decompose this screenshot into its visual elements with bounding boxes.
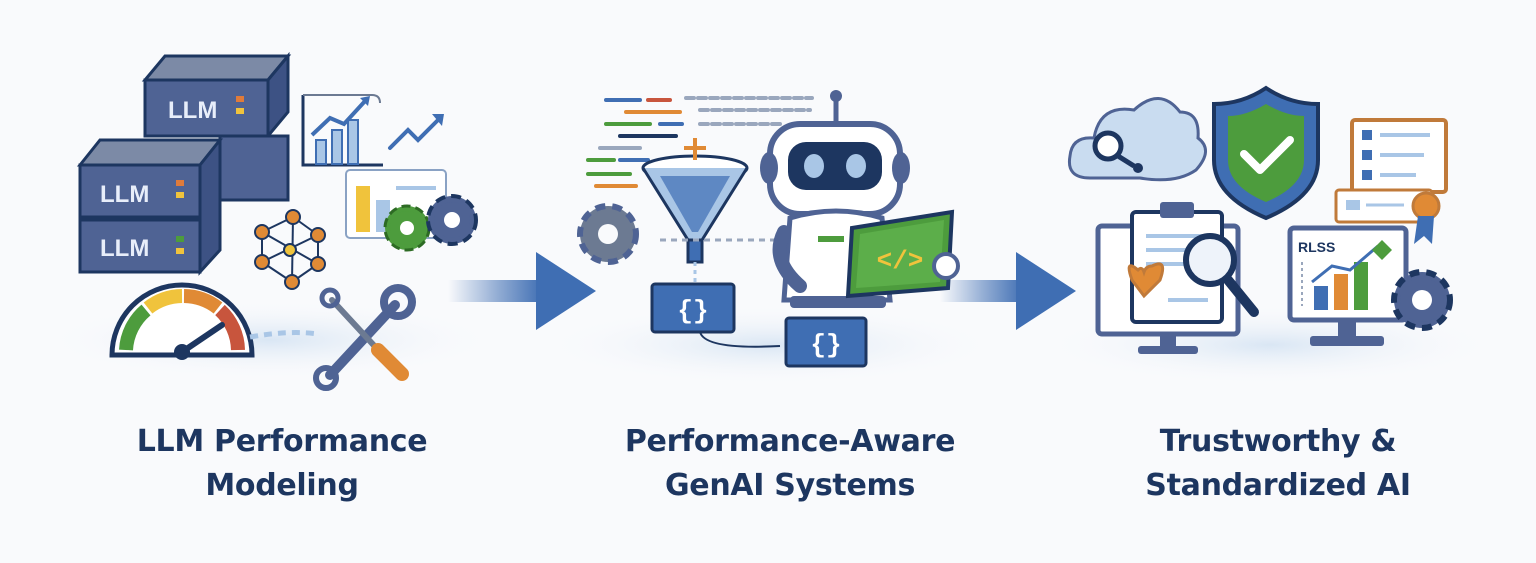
- server-label: LLM: [100, 181, 149, 208]
- stage-2-illustration: {} {} </>: [577, 90, 960, 368]
- gear-icon: [577, 203, 639, 265]
- growth-chart-icon: [301, 94, 383, 167]
- stage-2-title-line-1: Performance-Aware: [624, 424, 956, 459]
- funnel-icon: [641, 138, 780, 284]
- flow-arrow-1: [448, 252, 596, 330]
- server-label: LLM: [100, 235, 149, 262]
- wrench-screwdriver-icon: [313, 284, 416, 391]
- server-rack-icon: LLM LLM LLM: [76, 51, 292, 276]
- stage-1-title-line-2: Modeling: [205, 468, 359, 503]
- gear-icon: [383, 194, 478, 252]
- laptop-code-icon: </>: [845, 209, 960, 299]
- gear-icon: [1391, 269, 1453, 331]
- code-badge-text: </>: [877, 246, 924, 276]
- bar-chart-monitor-icon: RLSS: [1287, 225, 1409, 346]
- trend-arrow-icon: [388, 114, 444, 150]
- robot-icon: [760, 90, 910, 308]
- certificate-icon: [1334, 188, 1441, 244]
- checklist-document-icon: [1350, 118, 1448, 194]
- stage-3-title: Trustworthy & Standardized AI: [1088, 420, 1468, 508]
- monitor-label: RLSS: [1298, 239, 1335, 255]
- magnifier-icon: [1183, 233, 1259, 317]
- stage-3-title-line-1: Trustworthy &: [1159, 424, 1397, 459]
- stage-1-title: LLM Performance Modeling: [92, 420, 472, 508]
- cloud-search-icon: [1067, 97, 1207, 182]
- server-label: LLM: [168, 97, 217, 124]
- json-badge-text: {}: [677, 296, 708, 326]
- json-block-icon: {} {}: [650, 282, 868, 368]
- stage-3-illustration: RLSS: [1067, 85, 1453, 354]
- stage-2-title: Performance-Aware GenAI Systems: [600, 420, 980, 508]
- stage-1-illustration: LLM LLM LLM: [76, 51, 478, 391]
- heart-check-icon: [1127, 262, 1165, 299]
- json-badge-text: {}: [810, 330, 841, 360]
- speedometer-gauge-icon: [109, 282, 255, 360]
- flow-arrow-2: [940, 252, 1076, 330]
- stage-2-title-line-2: GenAI Systems: [664, 468, 916, 503]
- stage-1-title-line-1: LLM Performance: [136, 424, 428, 459]
- shield-check-icon: [1212, 85, 1320, 221]
- illustration-canvas: LLM LLM LLM: [40, 51, 1500, 391]
- neural-network-icon: [254, 209, 326, 290]
- stage-3-title-line-2: Standardized AI: [1145, 468, 1411, 503]
- code-lines-icon: [586, 96, 814, 188]
